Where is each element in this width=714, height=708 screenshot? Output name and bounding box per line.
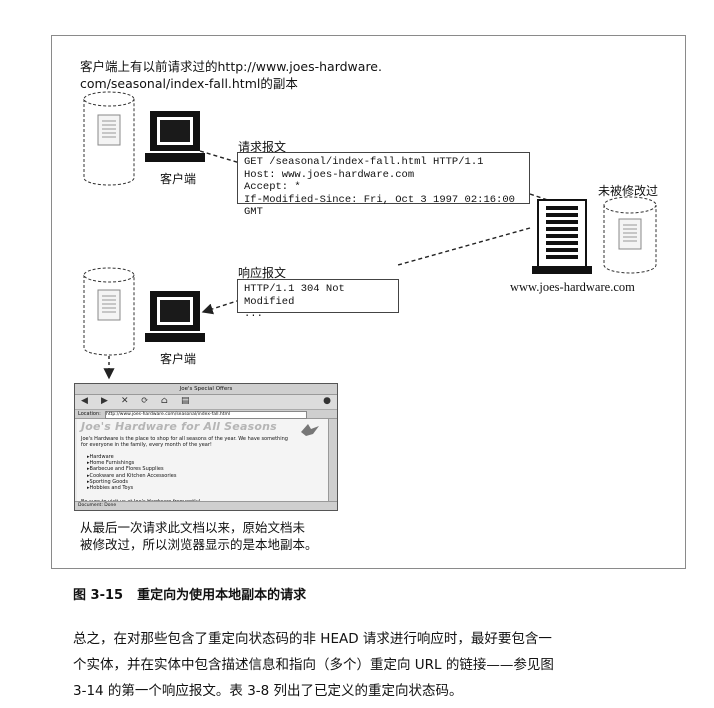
- page-intro: Joe's Hardware is the place to shop for …: [81, 436, 291, 448]
- browser-window: Joe's Special Offers ◀ ▶ ✕ ⟳ ⌂ ▤ ● Locat…: [74, 383, 338, 511]
- browser-page: Joe's Hardware for All Seasons Joe's Har…: [77, 419, 328, 501]
- forward-icon: ▶: [101, 396, 108, 406]
- stop-icon: ✕: [121, 396, 129, 406]
- client-cache-bottom-icon: [84, 268, 134, 355]
- request-line: GET /seasonal/index-fall.html HTTP/1.1: [244, 156, 523, 169]
- client-computer-top-icon: [145, 111, 205, 162]
- back-icon: ◀: [81, 396, 88, 406]
- client-label-top: 客户端: [160, 170, 196, 187]
- print-icon: ▤: [181, 396, 190, 406]
- home-icon: ⌂: [161, 396, 168, 406]
- browser-status-bar: Document: Done: [75, 501, 337, 510]
- browser-note: 从最后一次请求此文档以来，原始文档未 被修改过，所以浏览器显示的是本地副本。: [80, 519, 318, 553]
- page-list: Hardware Home Furnishings Barbecue and F…: [87, 454, 176, 491]
- request-line: If-Modified-Since: Fri, Oct 3 1997 02:16…: [244, 194, 523, 219]
- netscape-logo-icon: ●: [323, 396, 331, 406]
- list-item: Cookware and Kitchen Accessories: [87, 473, 176, 479]
- browser-toolbar: ◀ ▶ ✕ ⟳ ⌂ ▤ ●: [75, 395, 337, 410]
- request-line: Host: www.joes-hardware.com: [244, 169, 523, 182]
- list-item: Barbecue and Flores Supplies: [87, 466, 176, 472]
- client-label-bottom: 客户端: [160, 350, 196, 367]
- request-message-box: GET /seasonal/index-fall.html HTTP/1.1 H…: [237, 152, 530, 204]
- url-field: http://www.joes-hardware.com/seasonal/in…: [105, 411, 307, 419]
- response-line: ...: [244, 308, 392, 321]
- leaf-icon: [299, 422, 321, 438]
- browser-location-bar: Location: http://www.joes-hardware.com/s…: [75, 410, 337, 419]
- figure-number: 图 3-15: [73, 588, 123, 603]
- client-computer-bottom-icon: [145, 291, 205, 342]
- browser-scrollbar: [328, 419, 337, 510]
- reload-icon: ⟳: [141, 396, 149, 406]
- client-cache-top-icon: [84, 92, 134, 185]
- server-cache-icon: [604, 197, 656, 273]
- response-message-box: HTTP/1.1 304 Not Modified ...: [237, 279, 399, 313]
- browser-title-bar: Joe's Special Offers: [75, 384, 337, 395]
- page-heading: Joe's Hardware for All Seasons: [81, 420, 277, 433]
- server-icon: [532, 200, 592, 274]
- server-label: www.joes-hardware.com: [510, 280, 635, 295]
- body-paragraph: 总之，在对那些包含了重定向状态码的非 HEAD 请求进行响应时，最好要包含一 个…: [73, 626, 693, 704]
- response-line: HTTP/1.1 304 Not Modified: [244, 283, 392, 308]
- list-item: Hobbies and Toys: [87, 485, 176, 491]
- figure-title: 重定向为使用本地副本的请求: [137, 588, 306, 603]
- request-line: Accept: *: [244, 181, 523, 194]
- server-note: 未被修改过: [598, 182, 658, 199]
- figure-caption: 图 3-15 重定向为使用本地副本的请求: [73, 584, 306, 603]
